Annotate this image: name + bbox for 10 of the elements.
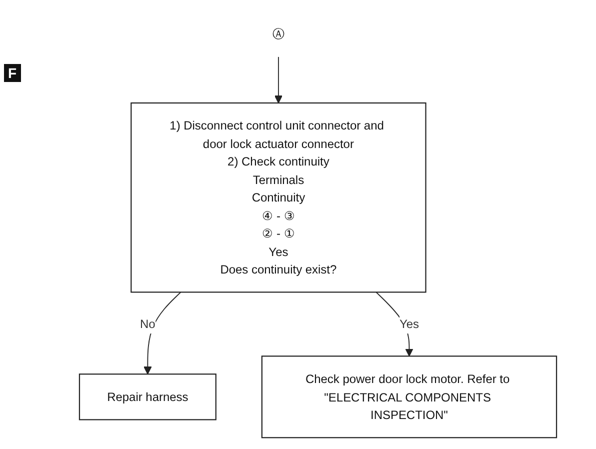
- edge-label: Yes: [399, 317, 419, 331]
- arrow: [274, 56, 282, 104]
- node-box: Repair harness: [78, 374, 216, 420]
- node-text: Ⓐ: [272, 27, 284, 41]
- section-letter: F: [4, 64, 21, 82]
- node-box: Check power door lock motor. Refer to "ELECTRICAL COMPONENTS INSPECTION": [261, 356, 558, 438]
- edge-label: No: [140, 317, 156, 331]
- arrow: [144, 292, 182, 374]
- arrow: [376, 292, 414, 357]
- node-box: 1) Disconnect control unit connector and door lock actuator connector 2) Check continuity Terminals Continuity ④ - ③ ② - ① Yes Does continuity exist?: [130, 102, 426, 293]
